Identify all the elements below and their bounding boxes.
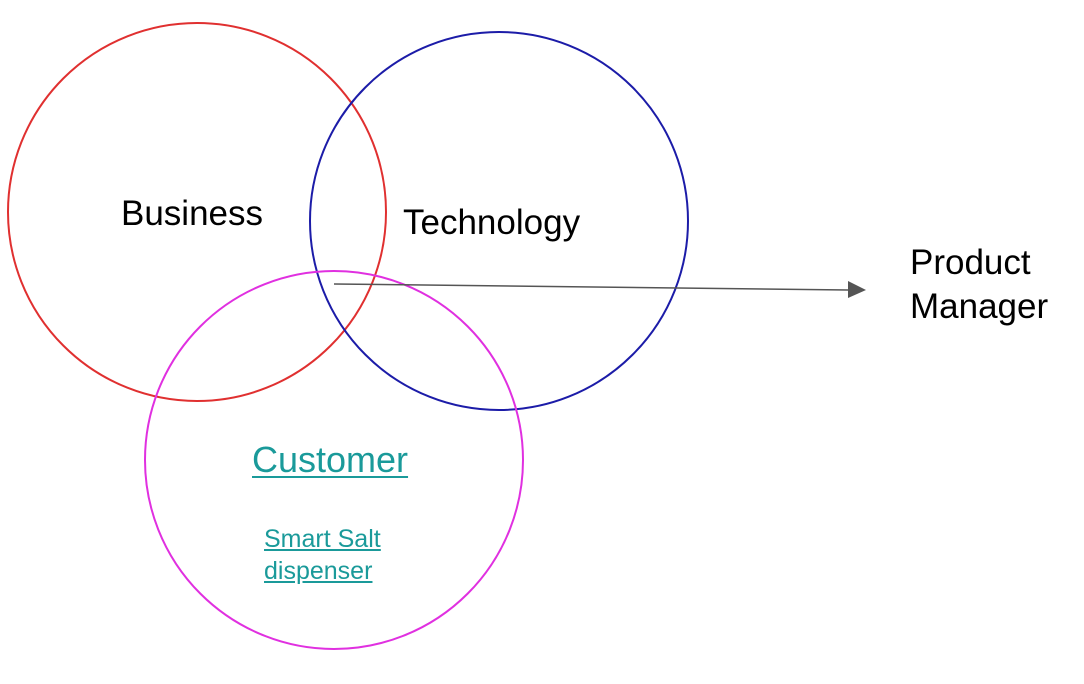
business-label: Business: [121, 194, 264, 233]
technology-circle: [309, 31, 689, 411]
product-manager-label: Product Manager: [910, 241, 1048, 329]
product-manager-line2: Manager: [910, 287, 1049, 326]
smart-salt-dispenser-line2[interactable]: dispenser: [264, 557, 373, 585]
smart-salt-dispenser-link[interactable]: Smart Salt dispenser: [264, 523, 381, 587]
arrowhead-icon: [848, 281, 866, 298]
business-circle: [7, 22, 387, 402]
technology-label: Technology: [403, 203, 581, 242]
arrow-line: [333, 283, 849, 291]
customer-link[interactable]: Customer: [252, 439, 409, 480]
smart-salt-dispenser-line1[interactable]: Smart Salt: [264, 525, 381, 553]
customer-circle: [144, 270, 524, 650]
product-manager-line1: Product: [910, 243, 1031, 282]
